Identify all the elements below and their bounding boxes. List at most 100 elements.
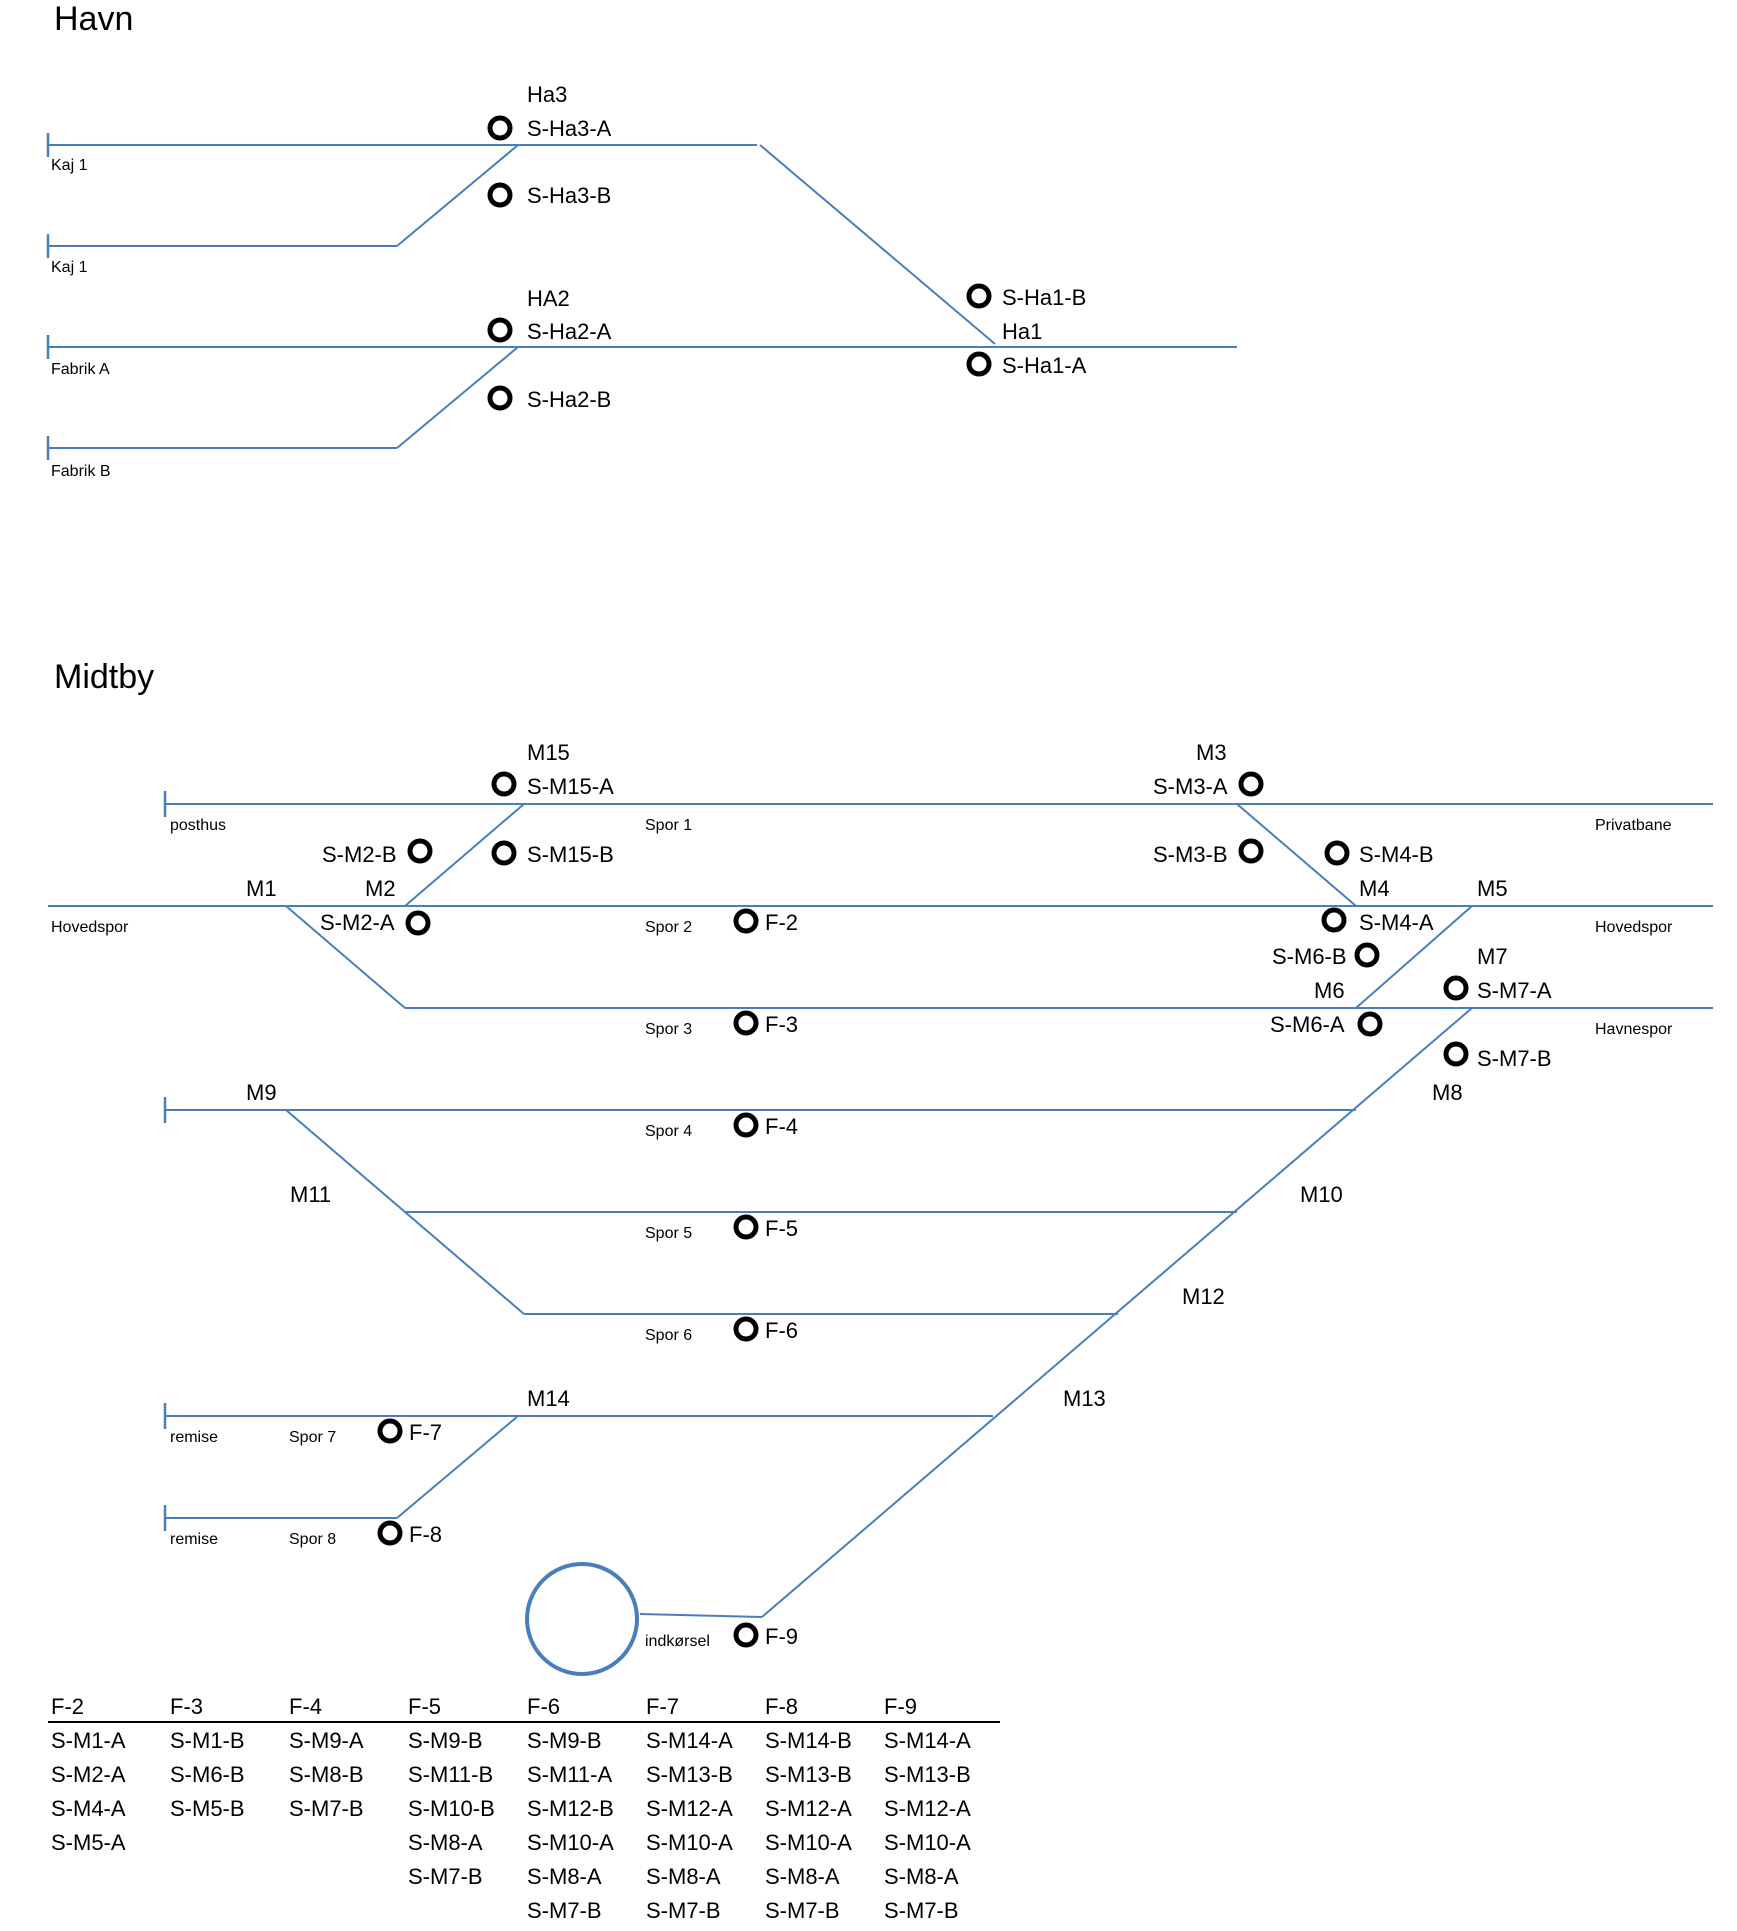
table-header-cell: F-9 bbox=[884, 1694, 917, 1719]
signal-s-m2-a bbox=[405, 910, 431, 936]
havn-title: Havn bbox=[54, 0, 133, 38]
signal-f-7 bbox=[377, 1418, 403, 1444]
signal-f-2 bbox=[733, 908, 759, 934]
turning-loop bbox=[525, 1562, 639, 1676]
switch-m2 bbox=[404, 803, 525, 907]
label-s-m3-a: S-M3-A bbox=[1153, 774, 1228, 799]
label-indkorsel: indkørsel bbox=[645, 1633, 710, 1650]
label-m7: M7 bbox=[1477, 944, 1508, 969]
label-m10: M10 bbox=[1300, 1182, 1343, 1207]
table-cell: S-M8-A bbox=[765, 1864, 840, 1889]
label-s-m2-b: S-M2-B bbox=[322, 842, 397, 867]
table-cell: S-M4-A bbox=[51, 1796, 126, 1821]
table-header-cell: F-8 bbox=[765, 1694, 798, 1719]
label-spor2: Spor 2 bbox=[645, 919, 692, 936]
signal-f-3 bbox=[733, 1010, 759, 1036]
table-header-cell: F-6 bbox=[527, 1694, 560, 1719]
label-hovedspor-right: Hovedspor bbox=[1595, 919, 1673, 936]
signal-s-m4-a bbox=[1321, 907, 1347, 933]
label-privatbane: Privatbane bbox=[1595, 817, 1672, 834]
label-spor7: Spor 7 bbox=[289, 1429, 336, 1446]
label-s-m15-a: S-M15-A bbox=[527, 774, 614, 799]
label-f-6: F-6 bbox=[765, 1318, 798, 1343]
label-m2: M2 bbox=[365, 876, 396, 901]
table-cell: S-M7-B bbox=[646, 1898, 721, 1923]
signal-s-m7-b bbox=[1443, 1041, 1469, 1067]
label-spor6: Spor 6 bbox=[645, 1327, 692, 1344]
table-cell: S-M7-B bbox=[289, 1796, 364, 1821]
label-m14: M14 bbox=[527, 1386, 570, 1411]
label-fabrik-a: Fabrik A bbox=[51, 361, 110, 378]
switch-m14 bbox=[396, 1415, 519, 1519]
label-m1: M1 bbox=[246, 876, 277, 901]
signal-s-m3-b bbox=[1238, 838, 1264, 864]
table-cell: S-M9-A bbox=[289, 1728, 364, 1753]
label-s-ha1-b: S-Ha1-B bbox=[1002, 285, 1086, 310]
label-m15: M15 bbox=[527, 740, 570, 765]
signal-s-m4-b bbox=[1324, 840, 1350, 866]
table-cell: S-M5-A bbox=[51, 1830, 126, 1855]
label-s-m2-a: S-M2-A bbox=[320, 910, 395, 935]
label-s-m3-b: S-M3-B bbox=[1153, 842, 1228, 867]
label-s-m7-b: S-M7-B bbox=[1477, 1046, 1552, 1071]
label-havnespor: Havnespor bbox=[1595, 1021, 1673, 1038]
table-header-cell: F-7 bbox=[646, 1694, 679, 1719]
label-fabrik-b: Fabrik B bbox=[51, 463, 111, 480]
table-cell: S-M11-B bbox=[408, 1762, 493, 1787]
table-cell: S-M12-B bbox=[527, 1796, 614, 1821]
label-s-m6-a: S-M6-A bbox=[1270, 1012, 1345, 1037]
label-m9: M9 bbox=[246, 1080, 277, 1105]
table-cell: S-M2-A bbox=[51, 1762, 126, 1787]
label-s-m6-b: S-M6-B bbox=[1272, 944, 1347, 969]
label-f-2: F-2 bbox=[765, 910, 798, 935]
signal-s-ha1-b bbox=[966, 283, 992, 309]
signal-f-9 bbox=[733, 1622, 759, 1648]
table-cell: S-M9-B bbox=[527, 1728, 602, 1753]
table-cell: S-M1-B bbox=[170, 1728, 245, 1753]
signal-s-m15-b bbox=[491, 840, 517, 866]
label-spor5: Spor 5 bbox=[645, 1225, 692, 1242]
signal-s-m2-b bbox=[407, 838, 433, 864]
havn-signals bbox=[487, 115, 992, 411]
table-header-cell: F-3 bbox=[170, 1694, 203, 1719]
switch-ha2 bbox=[396, 346, 519, 449]
label-s-ha3-a: S-Ha3-A bbox=[527, 116, 612, 141]
table-cell: S-M8-A bbox=[646, 1864, 721, 1889]
label-s-ha2-b: S-Ha2-B bbox=[527, 387, 611, 412]
table-cell: S-M12-A bbox=[765, 1796, 852, 1821]
label-f-5: F-5 bbox=[765, 1216, 798, 1241]
table-cell: S-M13-B bbox=[646, 1762, 733, 1787]
track-indkorsel bbox=[639, 1613, 763, 1618]
label-remise-8: remise bbox=[170, 1531, 218, 1548]
label-m4: M4 bbox=[1359, 876, 1390, 901]
label-s-ha3-b: S-Ha3-B bbox=[527, 183, 611, 208]
label-kaj1-top: Kaj 1 bbox=[51, 157, 88, 174]
table-cell: S-M10-B bbox=[408, 1796, 495, 1821]
midtby-tracks bbox=[48, 791, 1713, 1676]
table-cell: S-M10-A bbox=[884, 1830, 971, 1855]
label-s-ha2-a: S-Ha2-A bbox=[527, 319, 612, 344]
label-f-9: F-9 bbox=[765, 1624, 798, 1649]
table-cell: S-M1-A bbox=[51, 1728, 126, 1753]
signal-s-ha3-b bbox=[487, 182, 513, 208]
label-f-4: F-4 bbox=[765, 1114, 798, 1139]
table-cell: S-M6-B bbox=[170, 1762, 245, 1787]
label-remise-7: remise bbox=[170, 1429, 218, 1446]
label-s-ha1-a: S-Ha1-A bbox=[1002, 353, 1087, 378]
midtby-labels: M15 S-M15-A S-M15-B M3 S-M3-A S-M3-B S-M… bbox=[51, 740, 1673, 1650]
signal-s-m15-a bbox=[491, 771, 517, 797]
switch-m3 bbox=[1236, 803, 1357, 907]
havn-labels: Ha3 S-Ha3-A S-Ha3-B HA2 S-Ha2-A S-Ha2-B … bbox=[51, 82, 1087, 480]
table-cell: S-M7-B bbox=[527, 1898, 602, 1923]
signal-s-ha3-a bbox=[487, 115, 513, 141]
table-cell: S-M8-A bbox=[884, 1864, 959, 1889]
table-cell: S-M8-B bbox=[289, 1762, 364, 1787]
table-cell: S-M14-A bbox=[646, 1728, 733, 1753]
label-hovedspor-left: Hovedspor bbox=[51, 919, 129, 936]
table-cell: S-M10-A bbox=[646, 1830, 733, 1855]
track-main-diagonal bbox=[761, 1007, 1473, 1618]
label-spor4: Spor 4 bbox=[645, 1123, 692, 1140]
label-spor1: Spor 1 bbox=[645, 817, 692, 834]
table-cell: S-M11-A bbox=[527, 1762, 612, 1787]
